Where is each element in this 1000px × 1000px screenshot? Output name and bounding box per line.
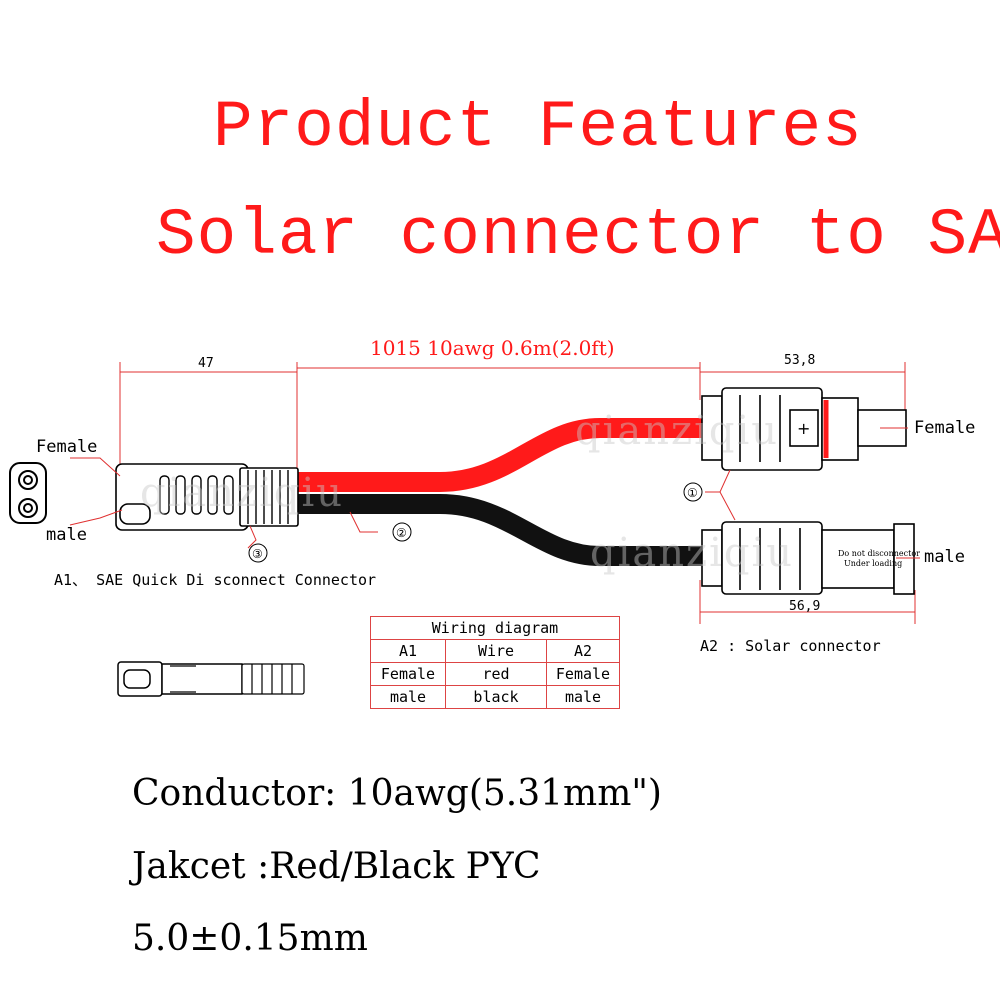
dim-female-connector: 53,8 [784, 353, 816, 368]
table-cell: red [445, 662, 547, 686]
table-cell: male [546, 685, 620, 709]
watermark-3: qianziqiu [590, 530, 795, 576]
callout-1: ① [687, 486, 698, 500]
title-line-2: Solar connector to SAE [156, 198, 1000, 273]
spec-thickness: 5.0±0.15mm [132, 918, 368, 959]
sae-side-view [117, 661, 305, 697]
solar-male-label: male [924, 547, 965, 567]
table-cell: Female [370, 662, 446, 686]
solar-female-label: Female [914, 418, 976, 438]
table-cell: Female [546, 662, 620, 686]
table-row: A1 Wire A2 [370, 639, 620, 663]
solar-female-connector [701, 387, 907, 471]
header-a2: A2 [546, 639, 620, 663]
solar-male-connector [701, 521, 915, 595]
table-cell: male [370, 685, 446, 709]
caption-a2: A2 : Solar connector [700, 637, 881, 655]
wiring-table-title: Wiring diagram [370, 616, 620, 640]
cable-spec-label: 1015 10awg 0.6m(2.0ft) [370, 336, 615, 360]
warning-line-2: Under loading [844, 559, 902, 568]
callout-3: ③ [252, 547, 263, 561]
sae-connector [115, 463, 299, 531]
table-row: Female red Female [370, 662, 620, 686]
dim-male-connector: 56,9 [789, 599, 821, 614]
callout-2: ② [396, 526, 407, 540]
red-wire [297, 418, 702, 492]
table-row: male black male [370, 685, 620, 709]
plus-sign: + [797, 419, 810, 438]
title-line-1: Product Features [213, 90, 863, 165]
leader-lines [69, 427, 920, 559]
sae-face-icon [9, 462, 47, 524]
watermark-1: qianziqiu [140, 470, 345, 516]
dim-sae-length: 47 [198, 356, 214, 371]
table-cell: black [445, 685, 547, 709]
black-wire [297, 494, 702, 566]
header-a1: A1 [370, 639, 446, 663]
spec-conductor: Conductor: 10awg(5.31mm") [132, 773, 662, 814]
watermark-2: qianziqiu [575, 408, 780, 454]
sae-female-label: Female [36, 437, 98, 457]
caption-a1: A1、 SAE Quick Di sconnect Connector [54, 571, 377, 589]
warning-line-1: Do not disconnector [838, 549, 920, 558]
sae-male-label: male [46, 525, 87, 545]
wiring-table: Wiring diagram A1 Wire A2 Female red Fem… [370, 616, 620, 709]
callouts [248, 482, 703, 563]
spec-jacket: Jakcet :Red/Black PYC [132, 846, 541, 887]
header-wire: Wire [445, 639, 547, 663]
